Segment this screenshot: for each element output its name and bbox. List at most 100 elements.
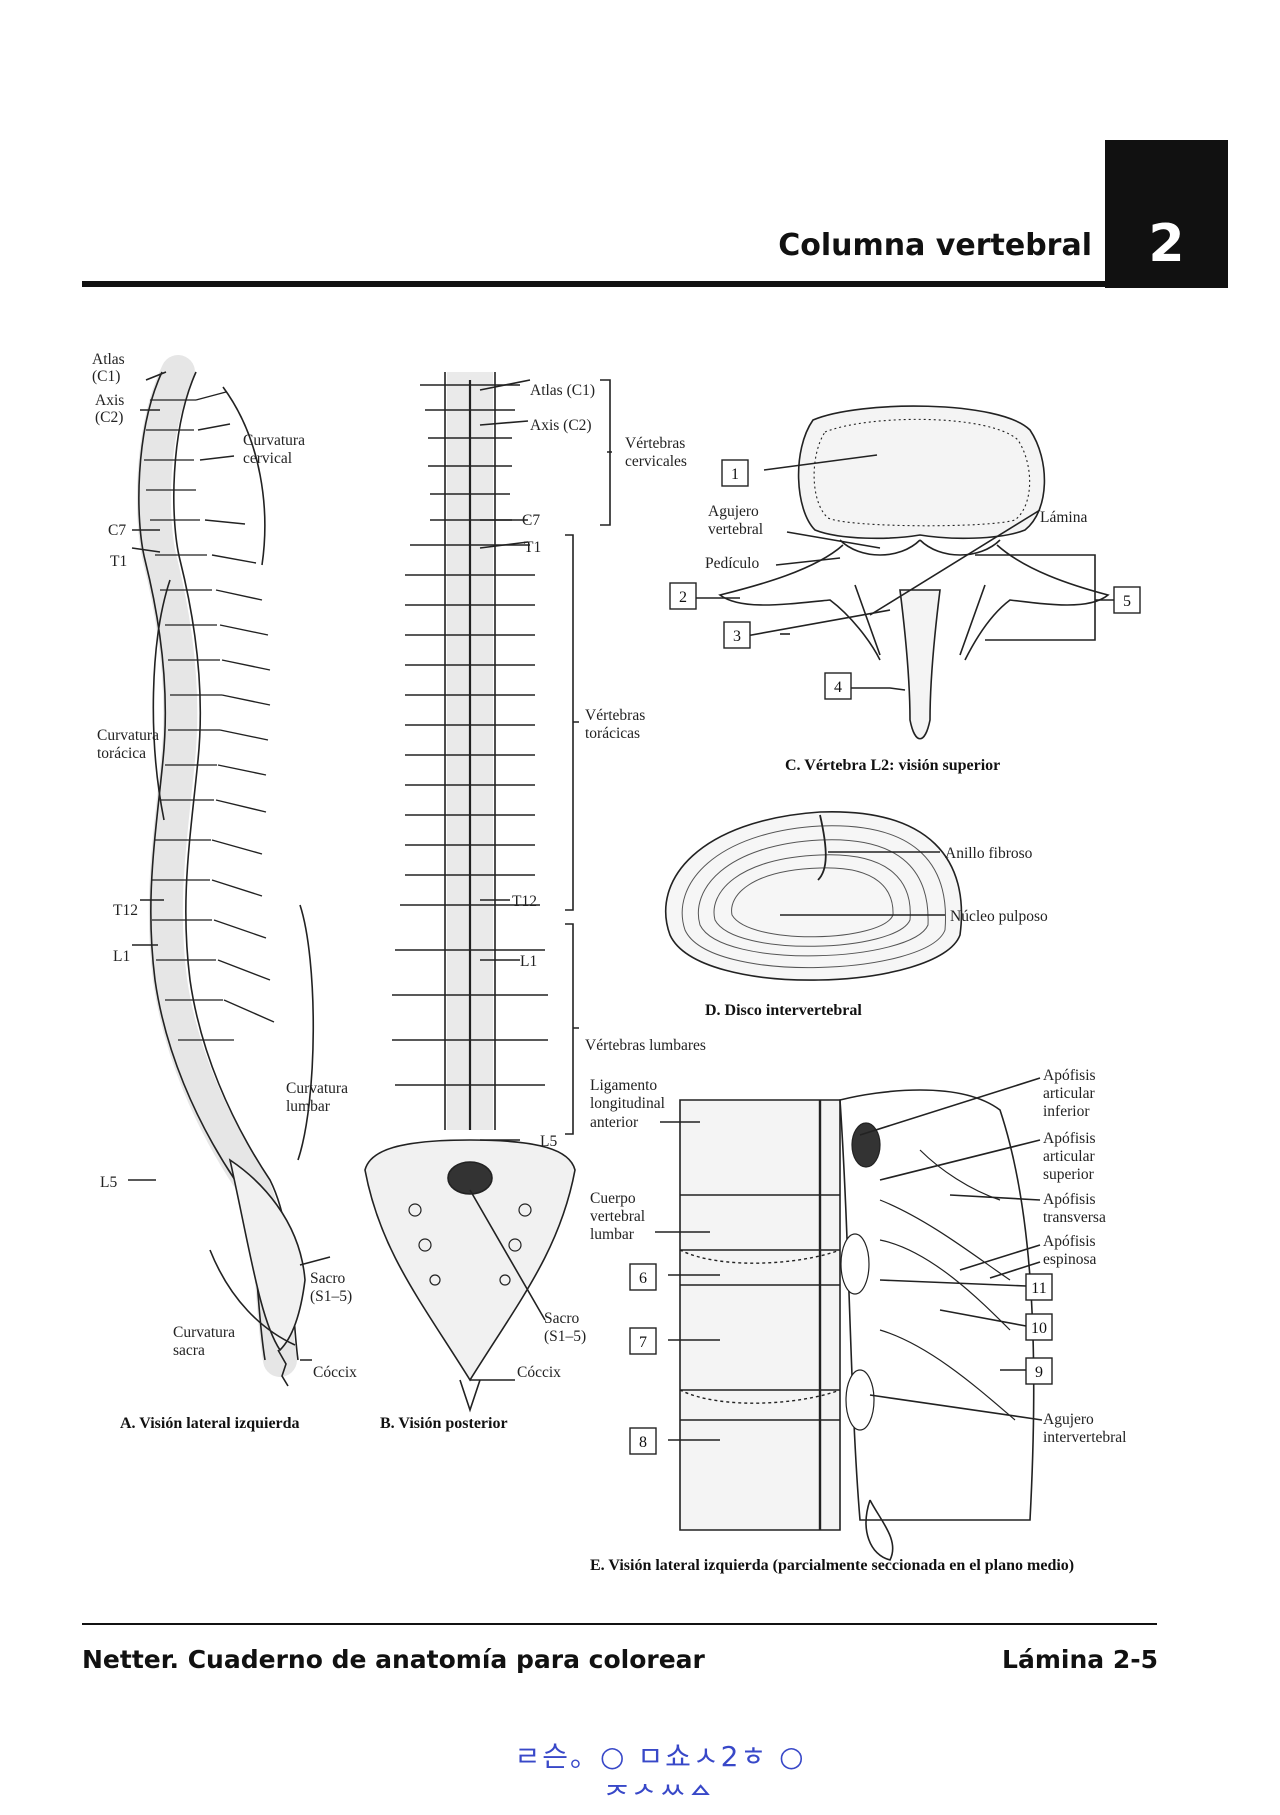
caption-figure-e: E. Visión lateral izquierda (parcialment… [590,1557,1074,1574]
label-b-atlas: Atlas (C1) [530,382,595,399]
label-e-lig-2: longitudinal [590,1095,665,1112]
figure-d-disc [665,811,963,981]
label-e-lig-3: anterior [590,1114,639,1131]
label-e-cuerpo-1: Cuerpo [590,1190,636,1207]
chapter-number-block: 2 [1105,140,1228,288]
label-a-toracica-1: Curvatura [97,727,159,744]
caption-figure-c: C. Vértebra L2: visión superior [785,757,1000,774]
box-8-number: 8 [639,1434,647,1451]
figure-c-l2-vertebra [690,405,1114,740]
label-c-pediculo: Pedículo [705,555,759,572]
label-a-l5: L5 [100,1174,117,1191]
box-3-number: 3 [733,628,741,645]
label-b-toracicas-1: Vértebras [585,707,645,724]
label-e-aps-3: superior [1043,1166,1095,1183]
box-4-number: 4 [834,679,842,696]
label-a-sacro-2: (S1–5) [310,1288,352,1305]
figure-a-lateral-spine [128,355,331,1387]
label-b-l1: L1 [520,953,537,970]
box-4 [824,672,852,700]
box-7-number: 7 [639,1334,647,1351]
label-a-c2: (C2) [95,409,123,426]
label-b-lumbares: Vértebras lumbares [585,1037,706,1054]
figure-e-lateral-section [655,1077,1043,1561]
label-c-agujero-1: Agujero [708,503,759,520]
label-b-axis: Axis (C2) [530,417,592,434]
box-1-number: 1 [731,466,739,483]
box-1 [721,459,749,487]
label-a-c1: (C1) [92,368,120,385]
label-b-cervicales-1: Vértebras [625,435,685,452]
box-11-number: 11 [1031,1280,1046,1297]
footer-rule [82,1623,1157,1625]
label-a-t12: T12 [113,902,138,919]
box-6-number: 6 [639,1270,647,1287]
box-10-number: 10 [1031,1320,1047,1337]
label-e-api-3: inferior [1043,1103,1090,1120]
label-d-anillo: Anillo fibroso [945,845,1033,862]
box-10 [1025,1313,1053,1341]
footer-book-title: Netter. Cuaderno de anatomía para colore… [82,1645,705,1674]
header-rule [82,281,1105,287]
figure-e-labels: Ligamento longitudinal anterior Cuerpo v… [590,1067,1126,1574]
label-a-cervical-1: Curvatura [243,432,305,449]
chapter-title: Columna vertebral [778,228,1092,263]
box-11 [1025,1273,1053,1301]
label-a-axis: Axis [95,392,124,409]
label-b-toracicas-2: torácicas [585,725,640,742]
label-a-toracica-2: torácica [97,745,146,762]
label-b-cervicales-2: cervicales [625,453,687,470]
label-b-coccix: Cóccix [517,1364,561,1381]
box-7 [629,1327,657,1355]
label-b-t12: T12 [512,893,537,910]
label-a-atlas: Atlas [92,351,125,368]
box-2-number: 2 [679,589,687,606]
box-6 [629,1263,657,1291]
label-e-agujero-1: Agujero [1043,1411,1094,1428]
figure-a-labels: Atlas (C1) Axis (C2) Curvatura cervical … [92,351,357,1432]
label-e-ape-1: Apófisis [1043,1233,1096,1250]
box-9-number: 9 [1035,1364,1043,1381]
label-a-t1: T1 [110,553,127,570]
label-a-c7: C7 [108,522,126,539]
watermark: ㄹ슨。○ ㅁ쇼ㅅ2ㅎ ○ᅎᄼᄊᅀ [514,1740,806,1813]
figure-c-labels: 1 Agujero vertebral Lámina Pedículo 2 5 … [669,459,1141,774]
label-e-apt-2: transversa [1043,1209,1106,1226]
label-e-apt-1: Apófisis [1043,1191,1096,1208]
label-a-l1: L1 [113,948,130,965]
caption-figure-a: A. Visión lateral izquierda [120,1415,300,1432]
box-2 [669,582,697,610]
caption-figure-d: D. Disco intervertebral [705,1002,862,1019]
label-e-aps-2: articular [1043,1148,1095,1165]
box-9 [1025,1357,1053,1385]
figure-d-labels: Anillo fibroso Núcleo pulposo D. Disco i… [705,845,1048,1019]
box-5-number: 5 [1123,593,1131,610]
label-e-cuerpo-2: vertebral [590,1208,645,1225]
box-3 [723,621,751,649]
label-e-api-2: articular [1043,1085,1095,1102]
label-a-lumbar-1: Curvatura [286,1080,348,1097]
label-b-sacro-2: (S1–5) [544,1328,586,1345]
caption-figure-b: B. Visión posterior [380,1415,508,1432]
label-e-lig-1: Ligamento [590,1077,657,1094]
label-e-api-1: Apófisis [1043,1067,1096,1084]
label-a-sacro-1: Sacro [310,1270,346,1287]
label-a-coccix: Cóccix [313,1364,357,1381]
label-b-t1: T1 [524,539,541,556]
figure-b-posterior-spine [364,372,612,1413]
footer-plate-number: Lámina 2-5 [1002,1645,1158,1674]
label-e-cuerpo-3: lumbar [590,1226,635,1243]
label-a-sacra-1: Curvatura [173,1324,235,1341]
label-a-cervical-2: cervical [243,450,292,467]
label-a-sacra-2: sacra [173,1342,205,1359]
figure-b-labels: Atlas (C1) Axis (C2) Vértebras cervicale… [380,382,706,1432]
box-8 [629,1427,657,1455]
box-5 [1113,586,1141,614]
chapter-number: 2 [1148,214,1185,274]
label-b-c7: C7 [522,512,540,529]
label-b-sacro-1: Sacro [544,1310,580,1327]
label-a-lumbar-2: lumbar [286,1098,331,1115]
label-d-nucleo: Núcleo pulposo [950,908,1048,925]
label-e-aps-1: Apófisis [1043,1130,1096,1147]
